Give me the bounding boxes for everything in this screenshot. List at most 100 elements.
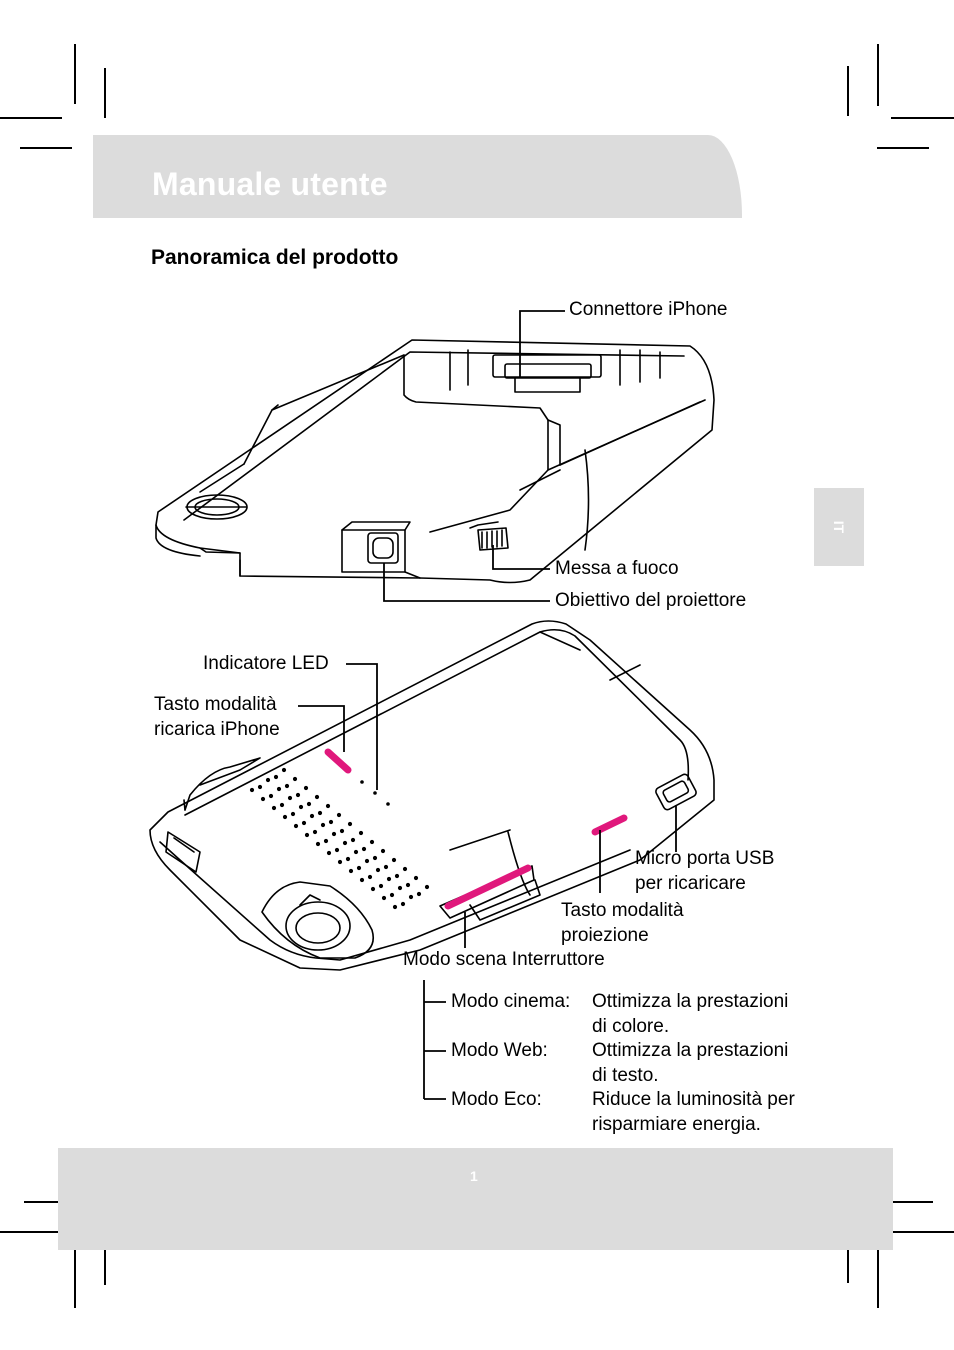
label-projection-1: Tasto modalità <box>561 900 684 921</box>
speaker-dot <box>334 847 340 853</box>
mode-desc: di colore. <box>592 1016 670 1037</box>
label-focus: Messa a fuoco <box>555 558 679 579</box>
mode-desc: Ottimizza la prestazioni <box>592 1040 789 1061</box>
callout-lines <box>298 310 677 1100</box>
header-band <box>93 135 742 218</box>
speaker-dot <box>389 892 395 898</box>
speaker-dot <box>372 855 378 861</box>
label-usb-1: Micro porta USB <box>635 848 775 869</box>
mode-desc: di testo. <box>592 1065 659 1086</box>
speaker-dot <box>378 883 384 889</box>
speaker-dot <box>364 858 370 864</box>
speaker-dot <box>424 884 430 890</box>
speaker-dot <box>367 874 373 880</box>
speaker-dot <box>408 894 414 900</box>
speaker-dot <box>383 864 389 870</box>
label-usb-2: per ricaricare <box>635 873 746 894</box>
language-tab: IT <box>814 488 864 566</box>
speaker-grille <box>249 767 430 910</box>
label-charge-mode-2: ricarica iPhone <box>154 719 280 740</box>
speaker-dot <box>287 795 293 801</box>
footer-band <box>58 1148 893 1250</box>
speaker-dot <box>392 904 398 910</box>
speaker-dot <box>347 821 353 827</box>
speaker-dot <box>260 796 266 802</box>
speaker-dot <box>276 786 282 792</box>
speaker-dot <box>413 875 419 881</box>
mode-name: Modo Eco: <box>451 1089 542 1110</box>
speaker-dot <box>268 793 274 799</box>
speaker-dot <box>323 838 329 844</box>
speaker-dot <box>273 774 279 780</box>
speaker-dot <box>290 811 296 817</box>
speaker-dot <box>257 784 263 790</box>
led-indicators <box>360 780 390 806</box>
speaker-dot <box>271 805 277 811</box>
speaker-dot <box>386 876 392 882</box>
speaker-dot <box>320 822 326 828</box>
speaker-dot <box>397 885 403 891</box>
speaker-dot <box>369 839 375 845</box>
highlight-marks <box>324 748 628 910</box>
label-charge-mode-1: Tasto modalità <box>154 694 277 715</box>
speaker-dot <box>306 801 312 807</box>
speaker-dot <box>358 830 364 836</box>
speaker-dot <box>356 865 362 871</box>
speaker-dot <box>309 813 315 819</box>
speaker-dot <box>315 841 321 847</box>
label-lens: Obiettivo del proiettore <box>555 590 747 611</box>
speaker-dot <box>314 794 320 800</box>
mode-desc: risparmiare energia. <box>592 1114 761 1135</box>
speaker-dot <box>298 804 304 810</box>
speaker-dot <box>292 776 298 782</box>
speaker-dot <box>342 840 348 846</box>
speaker-dot <box>279 802 285 808</box>
speaker-dot <box>394 873 400 879</box>
page-number: 1 <box>470 1168 478 1184</box>
speaker-dot <box>339 828 345 834</box>
speaker-dot <box>337 859 343 865</box>
speaker-dot <box>336 812 342 818</box>
speaker-dot <box>295 792 301 798</box>
speaker-dot <box>249 787 255 793</box>
speaker-dot <box>375 867 381 873</box>
label-led: Indicatore LED <box>203 653 329 674</box>
label-connector: Connettore iPhone <box>569 299 728 320</box>
speaker-dot <box>350 837 356 843</box>
speaker-dot <box>281 767 287 773</box>
speaker-dot <box>348 868 354 874</box>
label-projection-2: proiezione <box>561 925 649 946</box>
section-title: Panoramica del prodotto <box>151 246 399 269</box>
speaker-dot <box>293 823 299 829</box>
device-top-illustration <box>155 339 715 584</box>
mode-name: Modo cinema: <box>451 991 571 1012</box>
speaker-dot <box>416 891 422 897</box>
speaker-dot <box>359 877 365 883</box>
speaker-dot <box>402 866 408 872</box>
mode-name: Modo Web: <box>451 1040 548 1061</box>
label-scene-switch: Modo scena Interruttore <box>403 949 605 970</box>
mode-desc: Ottimizza la prestazioni <box>592 991 789 1012</box>
speaker-dot <box>303 785 309 791</box>
speaker-dot <box>353 849 359 855</box>
device-bottom-illustration <box>149 620 715 971</box>
speaker-dot <box>326 850 332 856</box>
mode-desc: Riduce la luminosità per <box>592 1089 795 1110</box>
speaker-dot <box>380 848 386 854</box>
speaker-dot <box>282 814 288 820</box>
speaker-dot <box>301 820 307 826</box>
speaker-dot <box>391 857 397 863</box>
speaker-dot <box>370 886 376 892</box>
speaker-dot <box>304 832 310 838</box>
speaker-dot <box>381 895 387 901</box>
speaker-dot <box>312 829 318 835</box>
speaker-dot <box>345 856 351 862</box>
speaker-dot <box>265 777 271 783</box>
speaker-dot <box>405 882 411 888</box>
speaker-dot <box>331 831 337 837</box>
speaker-dot <box>328 819 334 825</box>
speaker-dot <box>317 810 323 816</box>
speaker-dot <box>400 901 406 907</box>
speaker-dot <box>325 803 331 809</box>
